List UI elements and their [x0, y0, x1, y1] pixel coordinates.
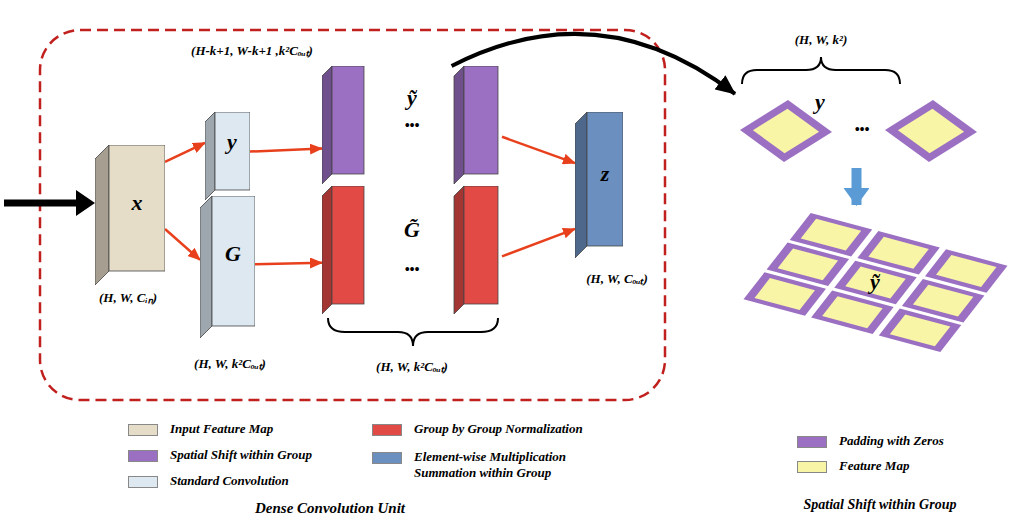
- box-face: [464, 186, 498, 304]
- box-side: [95, 145, 109, 285]
- subfigure-caption: Spatial Shift within Group: [804, 497, 957, 512]
- box-face: [212, 196, 255, 326]
- node-label: z: [601, 163, 610, 185]
- connector-arrow: [255, 263, 322, 264]
- legend-text: Element-wise Multiplication Summation wi…: [414, 449, 614, 482]
- box-face: [109, 145, 165, 271]
- box-side: [322, 66, 332, 184]
- box-face: [215, 112, 250, 190]
- box-side: [200, 196, 212, 338]
- legend-swatch: [128, 476, 158, 488]
- connector-arrow: [502, 137, 575, 163]
- node-shape: [322, 186, 502, 314]
- node-label: G: [225, 243, 241, 265]
- legend-text: Standard Convolution: [170, 473, 390, 489]
- node-label: x: [132, 192, 143, 214]
- unit-region: [40, 30, 665, 400]
- box-side: [205, 112, 215, 200]
- node-shape: [735, 90, 1005, 168]
- connector-arrow: [851, 168, 861, 205]
- box-face: [332, 186, 364, 304]
- box-side: [454, 186, 464, 314]
- dimension-label: (H, W, k²Cₒᵤₜ): [194, 357, 266, 371]
- box-side: [454, 66, 464, 184]
- input-feature-map: x: [95, 145, 165, 285]
- legend-swatch: [128, 450, 158, 462]
- legend-text: Feature Map: [839, 458, 1024, 474]
- connector-arrow: [165, 229, 200, 260]
- input-arrow: [4, 200, 78, 207]
- subfigure-caption: Dense Convolution Unit: [255, 500, 405, 517]
- dimension-label: (H, W, Cₒᵤₜ): [586, 272, 648, 286]
- connector-arrow: [502, 229, 575, 257]
- normalized-stack: G̃: [322, 186, 502, 314]
- node-shape: [200, 196, 255, 338]
- node-label: G̃: [404, 219, 420, 241]
- input-arrow-head: [76, 190, 95, 216]
- legend-text: Spatial Shift within Group: [170, 447, 390, 463]
- box-face: [332, 66, 364, 174]
- conv-output: G: [200, 196, 255, 338]
- box-side: [322, 186, 332, 314]
- legend-swatch: [797, 461, 827, 473]
- brace: [328, 318, 498, 346]
- legend-text: Padding with Zeros: [839, 433, 1024, 449]
- node-label: ỹ: [407, 87, 417, 109]
- ellipsis: •••: [405, 118, 420, 133]
- brace: [742, 57, 900, 84]
- dimension-label: (H, W, k²): [795, 33, 848, 47]
- dimension-label: (H, W, Cᵢₙ): [99, 291, 157, 305]
- node-shape: [575, 112, 623, 258]
- node-shape: [95, 145, 165, 285]
- legend-text: Group by Group Normalization: [414, 421, 644, 437]
- legend-text: Input Feature Map: [170, 421, 390, 437]
- connector-arrow: [165, 143, 205, 162]
- box-side: [575, 112, 587, 258]
- connector-arrow: [250, 149, 322, 152]
- node-label: ỹ: [870, 271, 880, 293]
- legend-swatch: [797, 436, 827, 448]
- box-face: [464, 66, 498, 174]
- node-label: y: [227, 131, 237, 153]
- shifted-grid: ỹ: [728, 205, 1018, 360]
- output-feature-map: z: [575, 112, 623, 258]
- node-label: y: [815, 91, 825, 113]
- node-shape: [205, 112, 250, 200]
- dimension-label: (H, W, k²Cₒᵤₜ): [376, 360, 448, 374]
- ellipsis: •••: [405, 262, 420, 277]
- legend-swatch: [372, 424, 402, 436]
- feature-panel: [885, 100, 977, 162]
- grid-panel: [738, 210, 1013, 355]
- feature-panels: y: [735, 90, 1005, 168]
- legend-swatch: [128, 424, 158, 436]
- legend-swatch: [372, 452, 402, 464]
- dimension-label: (H-k+1, W-k+1 ,k²Cₒᵤₜ): [191, 44, 313, 58]
- box-face: [587, 112, 623, 246]
- conv-output: y: [205, 112, 250, 200]
- ellipsis: •••: [855, 122, 870, 137]
